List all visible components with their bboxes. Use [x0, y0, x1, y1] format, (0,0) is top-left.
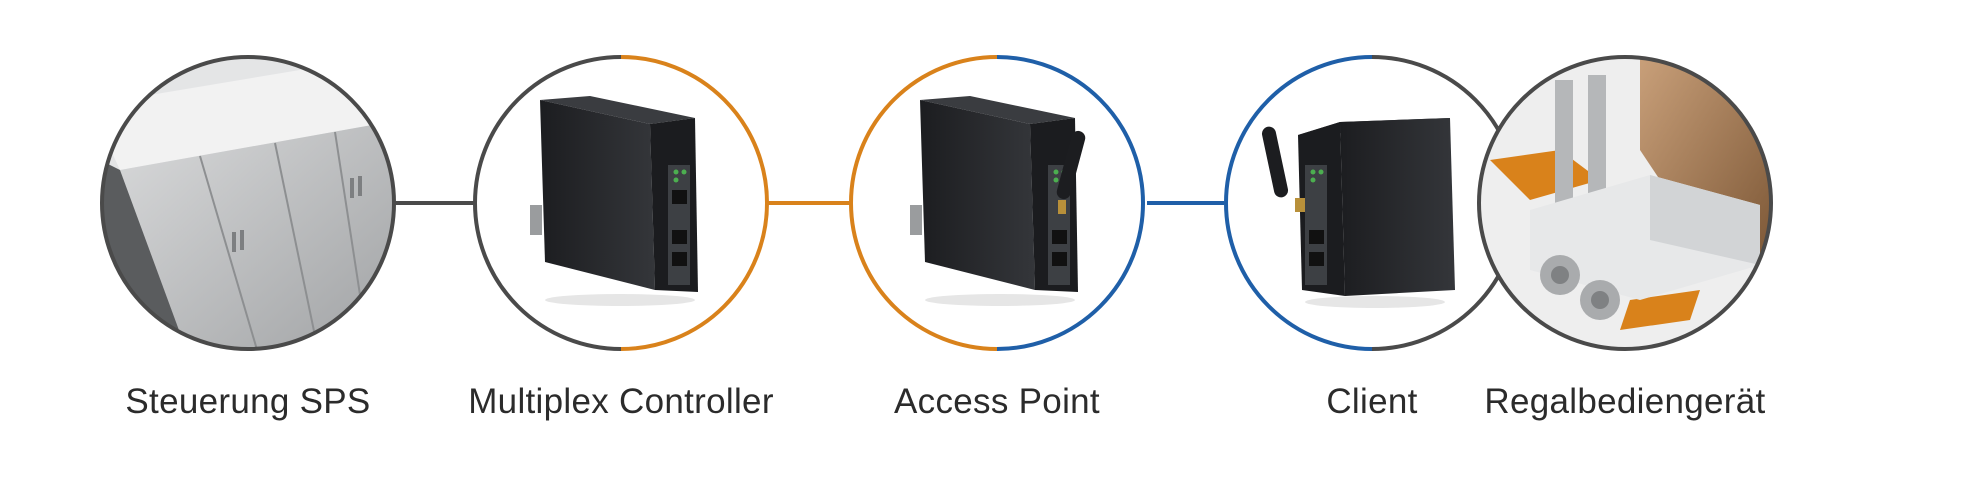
label-regalbediengeraet: Regalbediengerät: [1484, 382, 1766, 421]
node-multiplex-controller: [473, 55, 769, 351]
stacker-crane-icon: [1479, 57, 1771, 349]
label-access-point: Access Point: [894, 382, 1100, 421]
node-regalbediengeraet: [1477, 55, 1773, 351]
node-access-point: [849, 55, 1145, 351]
access-point-device-icon: [910, 96, 1086, 306]
client-device-icon: [1261, 118, 1455, 308]
label-steuerung-sps: Steuerung SPS: [125, 382, 371, 421]
controller-device-icon: [530, 96, 698, 306]
label-multiplex-controller: Multiplex Controller: [468, 382, 774, 421]
node-steuerung-sps: [100, 55, 396, 351]
node-client: [1224, 55, 1520, 351]
label-client: Client: [1326, 382, 1418, 421]
